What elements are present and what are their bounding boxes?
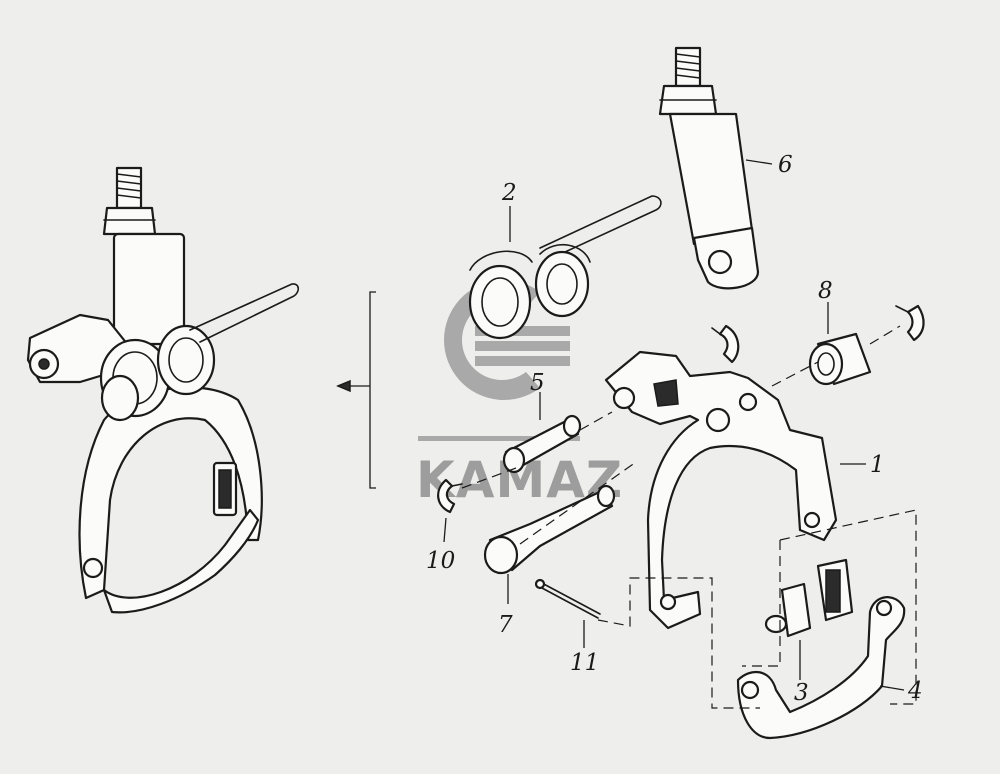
callout-leaders [443, 159, 905, 691]
callout-labels: 1 2 3 4 5 6 7 8 10 11 [426, 152, 923, 706]
part-11-cotter [534, 578, 601, 619]
part-5-pin [502, 414, 582, 474]
callout-7: 7 [498, 612, 513, 638]
part-4-strap [736, 596, 906, 740]
callout-2: 2 [501, 180, 517, 206]
part-8-bushing [808, 332, 872, 386]
callout-5: 5 [530, 370, 545, 396]
callout-11: 11 [570, 650, 599, 676]
callout-1: 1 [870, 452, 885, 478]
retaining-rings [437, 304, 925, 514]
part-3-shoes [764, 558, 854, 638]
callout-3: 3 [794, 680, 809, 706]
assembly-bracket [336, 291, 376, 489]
part-6-cylinder [658, 46, 760, 290]
part-7-pin [483, 484, 616, 575]
callout-4: 4 [907, 678, 923, 704]
callout-10: 10 [426, 548, 455, 574]
callout-6: 6 [778, 152, 793, 178]
assembly-lines [461, 325, 917, 709]
assembled-fork-view [26, 166, 300, 614]
part-2-spring [468, 195, 662, 340]
part-1-fork [604, 350, 838, 630]
callout-8: 8 [818, 278, 833, 304]
